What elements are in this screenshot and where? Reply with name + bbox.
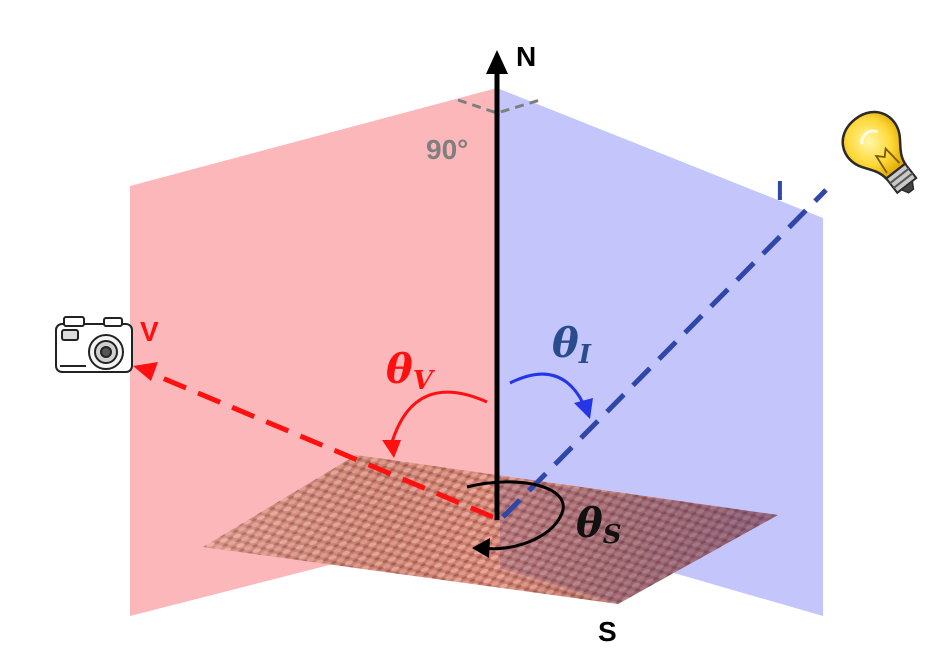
- camera-icon: [55, 316, 133, 373]
- normal-vector: [486, 50, 508, 520]
- light-bulb-icon: [841, 110, 918, 195]
- theta-i-arc: [509, 372, 593, 419]
- view-label: V: [140, 316, 159, 347]
- incident-label: I: [776, 175, 784, 206]
- theta-v-label: θV: [386, 346, 436, 396]
- surface-label: S: [598, 616, 617, 647]
- theta-s-label: θS: [576, 500, 621, 550]
- theta-v-arc: [382, 390, 488, 458]
- incident-plane: [497, 88, 823, 616]
- normal-label: N: [516, 41, 536, 72]
- theta-s-arc: [466, 480, 565, 558]
- view-ray: [133, 362, 494, 520]
- incident-ray: [501, 188, 828, 519]
- right-angle-label: 90°: [426, 134, 468, 165]
- fabric-surface: [203, 455, 778, 604]
- theta-i-label: θI: [552, 320, 592, 370]
